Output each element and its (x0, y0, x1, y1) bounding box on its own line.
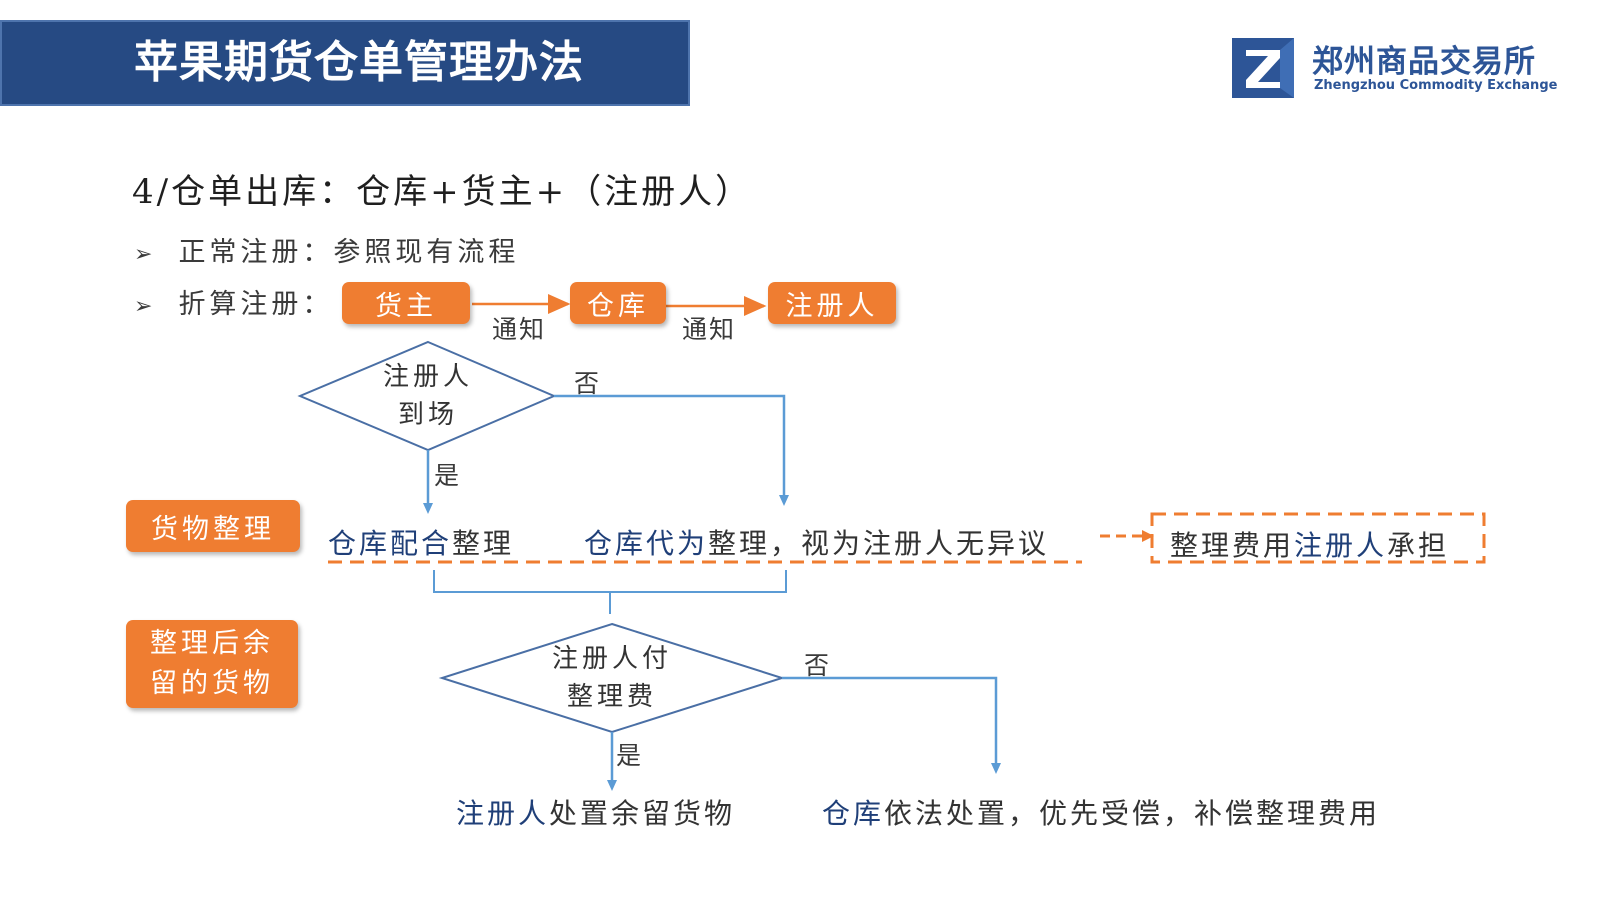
zce-logo-icon (1232, 38, 1294, 98)
decision1-yes-result: 仓库配合整理 (328, 522, 514, 562)
yes-result-actor: 仓库配合 (328, 527, 453, 560)
notify-label-1: 通知 (492, 315, 547, 344)
decision2-no-label: 否 (804, 651, 832, 680)
bullet-text: 折算注册： (178, 289, 334, 320)
section-heading: 4/仓单出库：仓库+货主+（注册人） (132, 172, 753, 212)
yes2-actor: 注册人 (456, 797, 550, 830)
decision2-yes-label: 是 (616, 741, 644, 770)
cost-highlight: 注册人 (1294, 529, 1388, 562)
logo-name-cn: 郑州商品交易所 (1312, 44, 1536, 80)
box-residual-goods: 整理后余留的货物 (126, 620, 298, 708)
cost-box-text: 整理费用注册人承担 (1170, 524, 1449, 564)
decision1-line2: 到场 (397, 400, 458, 430)
no2-actor: 仓库 (822, 797, 885, 830)
decision1-no-arrow (554, 394, 786, 500)
bullet-converted-registration: ➢ 折算注册： (134, 282, 333, 321)
arrow-bullet-icon: ➢ (134, 242, 157, 267)
no2-action: 依法处置，优先受偿，补偿整理费用 (884, 797, 1381, 830)
decision2-text: 注册人付 整理费 (532, 640, 692, 716)
box-warehouse: 仓库 (570, 282, 666, 324)
title-bar: 苹果期货仓单管理办法 (0, 20, 690, 106)
cost-prefix: 整理费用 (1170, 529, 1295, 562)
notify-label-2: 通知 (682, 315, 737, 344)
logo-name-en: Zhengzhou Commodity Exchange (1314, 78, 1558, 93)
box-goods-sorting: 货物整理 (126, 500, 300, 552)
no-result-action: 整理，视为注册人无异议 (708, 527, 1050, 560)
bullet-normal-registration: ➢ 正常注册：参照现有流程 (134, 230, 519, 269)
bullet-text: 正常注册：参照现有流程 (178, 237, 520, 268)
decision2-line2: 整理费 (566, 682, 657, 712)
decision2-no-result: 仓库依法处置，优先受偿，补偿整理费用 (822, 792, 1380, 832)
arrow-bullet-icon: ➢ (134, 294, 157, 319)
no-result-actor: 仓库代为 (584, 527, 709, 560)
merge-bracket (433, 570, 787, 593)
yes2-action: 处置余留货物 (549, 797, 736, 830)
decision1-text: 注册人 到场 (360, 358, 496, 434)
decision1-no-result: 仓库代为整理，视为注册人无异议 (584, 522, 1049, 562)
cost-dashed-box (1150, 512, 1486, 564)
decision1-yes-label: 是 (434, 461, 462, 490)
decision1-line1: 注册人 (382, 362, 473, 392)
decision2-yes-result: 注册人处置余留货物 (456, 792, 735, 832)
box-cargo-owner: 货主 (342, 282, 470, 324)
decision2-no-arrow (782, 676, 998, 768)
exchange-logo: 郑州商品交易所 Zhengzhou Commodity Exchange (1232, 32, 1592, 104)
cost-suffix: 承担 (1387, 529, 1450, 562)
decision2-line1: 注册人付 (551, 644, 672, 674)
page-title: 苹果期货仓单管理办法 (134, 37, 584, 88)
decision1-no-label: 否 (574, 369, 602, 398)
box-registrant: 注册人 (768, 282, 896, 324)
yes-result-action: 整理 (452, 527, 515, 560)
